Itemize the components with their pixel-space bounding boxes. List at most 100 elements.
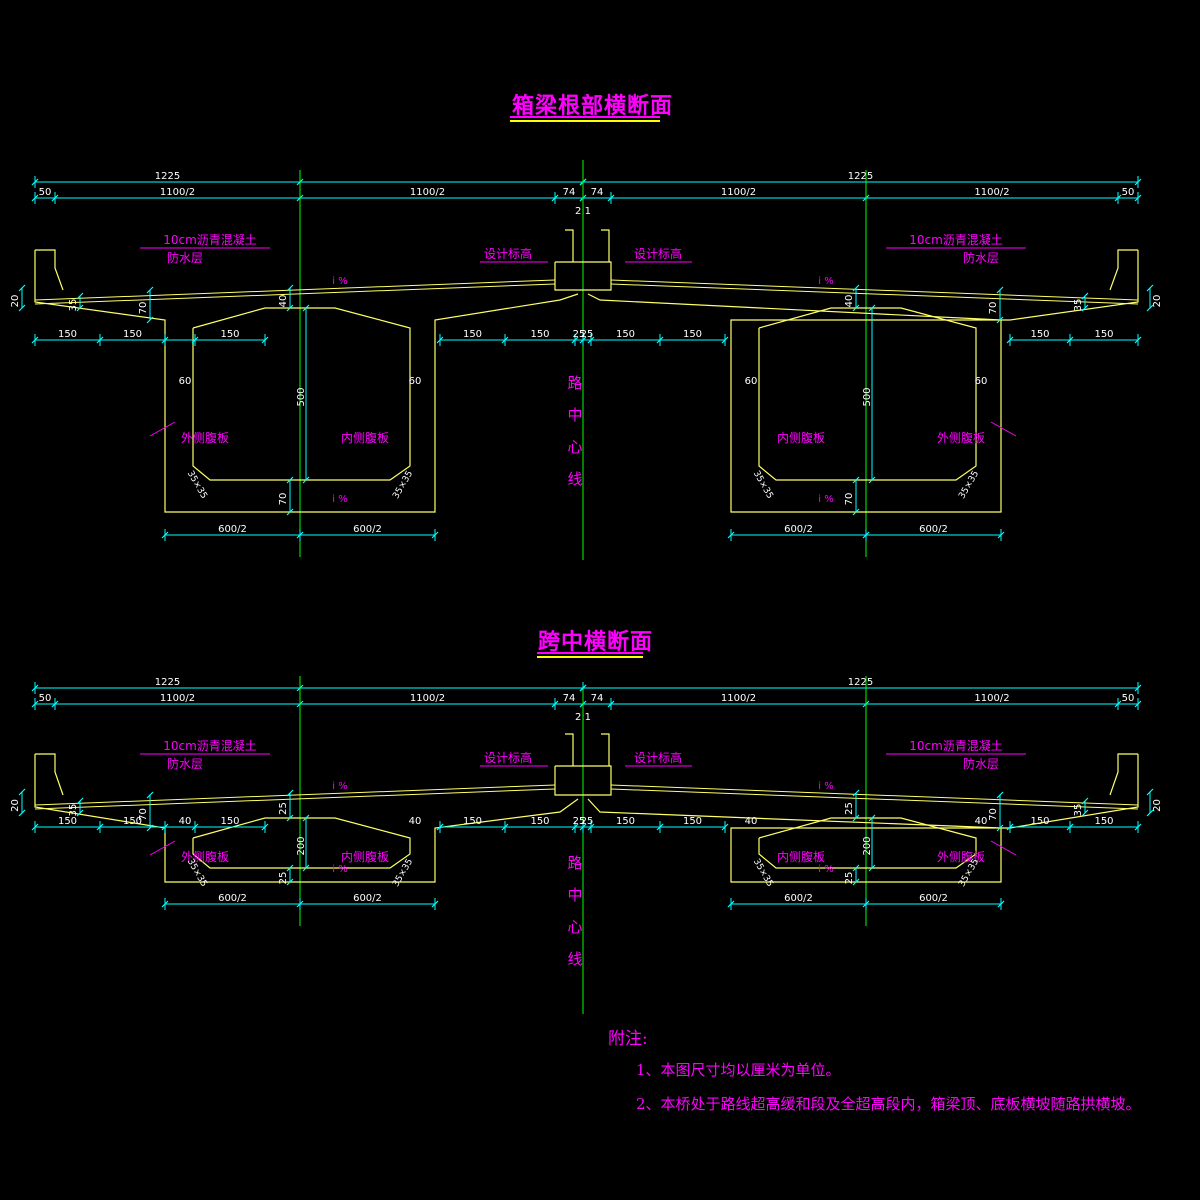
box-void-outline	[192, 307, 411, 481]
dim-tick	[587, 336, 595, 344]
dim-width-text: 1100/2	[974, 693, 1009, 704]
dim-width-text: 1100/2	[410, 187, 445, 198]
dim-tick	[286, 789, 294, 797]
dim-tick	[146, 791, 154, 799]
notes-heading: 附注:	[608, 1029, 648, 1049]
dim-tick	[51, 194, 59, 202]
dim-bot-thk-text: 70	[844, 493, 855, 506]
dim-haunch-text: 35	[68, 299, 79, 312]
dim-tick	[587, 823, 595, 831]
dim-tick	[302, 476, 310, 484]
dim-tick	[1146, 809, 1154, 817]
road-center-char: 心	[567, 918, 582, 936]
dim-width-text: 1100/2	[160, 187, 195, 198]
dim-total-left-text: 1225	[155, 171, 180, 182]
dim-height-text: 500	[862, 387, 873, 406]
dim-tick	[1134, 336, 1142, 344]
dim-tick	[296, 900, 304, 908]
dim-tick	[261, 336, 269, 344]
dim-tick	[161, 336, 169, 344]
dim-tick	[727, 531, 735, 539]
slope-label: i %	[818, 781, 833, 792]
design-elev-label: 设计标高	[634, 246, 682, 261]
dim-edge-right-text: 20	[1152, 799, 1163, 812]
dim-tick	[1134, 700, 1142, 708]
dim-tick	[852, 789, 860, 797]
slope-label: i %	[818, 276, 833, 287]
dim-tick	[571, 823, 579, 831]
box-void-outline	[758, 307, 977, 481]
inner-web-label: 内侧腹板	[341, 850, 389, 864]
waterproof-label: 防水层	[963, 756, 999, 771]
dim-overhang-text: 150	[1030, 816, 1049, 827]
dim-tick	[868, 864, 876, 872]
dim-tick	[18, 304, 26, 312]
slope-label: i %	[818, 494, 833, 505]
dim-tick	[996, 824, 1004, 832]
asphalt-label: 10cm沥青混凝土	[909, 232, 1003, 247]
dim-tick	[436, 336, 444, 344]
slope-label: i %	[332, 781, 347, 792]
leader	[149, 421, 176, 437]
dim-tick	[1006, 823, 1014, 831]
dim-width-text: 1100/2	[160, 693, 195, 704]
dim-tick	[551, 194, 559, 202]
barrier-outline	[1109, 753, 1138, 796]
dim-edge-left-text: 20	[10, 295, 21, 308]
dim-tick	[852, 476, 860, 484]
design-elev-label: 设计标高	[484, 750, 532, 765]
dim-tick	[852, 284, 860, 292]
outer-web-label: 外侧腹板	[181, 431, 229, 445]
dim-center-text: 25	[573, 329, 586, 340]
dim-overhang-text: 150	[123, 816, 142, 827]
inner-web-label: 内侧腹板	[341, 431, 389, 445]
dim-tick	[1081, 304, 1089, 312]
dim-bot-thk-text: 70	[278, 493, 289, 506]
waterproof-label: 防水层	[167, 756, 203, 771]
dim-tick	[501, 336, 509, 344]
outer-web-label: 外侧腹板	[181, 850, 229, 864]
inner-web-label: 内侧腹板	[777, 431, 825, 445]
dim-tick	[31, 336, 39, 344]
dim-center-text: 150	[683, 816, 702, 827]
dim-tick	[1114, 700, 1122, 708]
dim-tick	[146, 824, 154, 832]
dim-width-text: 50	[39, 693, 52, 704]
leader	[990, 421, 1017, 437]
dim-tick	[1146, 284, 1154, 292]
chamfer-text: 35×35	[391, 469, 415, 500]
outer-web-label: 外侧腹板	[937, 850, 985, 864]
dim-tick	[501, 823, 509, 831]
dim-width-text: 74	[591, 693, 604, 704]
dim-total-left-text: 1225	[155, 677, 180, 688]
dim-width-text: 1100/2	[721, 187, 756, 198]
dim-width-text: 50	[1122, 693, 1135, 704]
deck-surface-base	[610, 788, 1139, 810]
waterproof-label: 防水层	[963, 250, 999, 265]
dim-web-text: 60	[409, 376, 422, 387]
dim-tick	[146, 316, 154, 324]
dim-height-text: 200	[862, 836, 873, 855]
dim-cant-text: 70	[988, 302, 999, 315]
slope-label: i %	[332, 864, 347, 875]
dim-overhang-text: 150	[220, 816, 239, 827]
dim-tick	[146, 286, 154, 294]
dim-total-right-text: 1225	[848, 171, 873, 182]
barrier-outline	[35, 753, 64, 796]
dim-tick	[286, 864, 294, 872]
dim-tick	[1134, 194, 1142, 202]
dim-tick	[31, 194, 39, 202]
dim-center-text: 150	[616, 329, 635, 340]
deck-outline	[587, 250, 1139, 513]
road-center-char: 心	[567, 438, 582, 456]
road-center-char: 路	[567, 854, 582, 872]
outer-web-label: 外侧腹板	[937, 431, 985, 445]
dim-tick	[656, 336, 664, 344]
dim-bot-thk-text: 25	[278, 872, 289, 885]
barrier-outline	[1109, 249, 1138, 291]
deck-outline	[34, 754, 579, 883]
median-post	[601, 229, 610, 262]
dim-tick	[607, 700, 615, 708]
dim-tick	[286, 508, 294, 516]
dim-bottom-text: 600/2	[353, 524, 382, 535]
